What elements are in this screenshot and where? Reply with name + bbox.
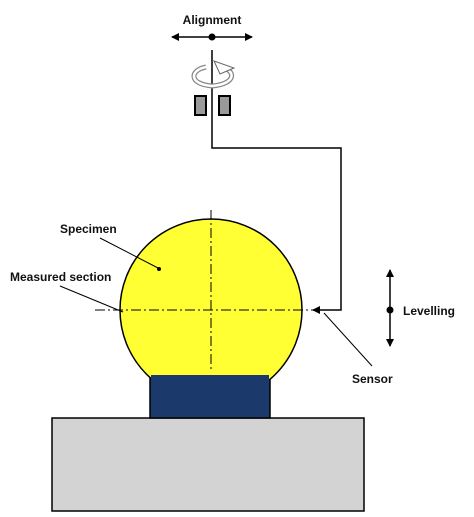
sensor-label: Sensor: [352, 372, 393, 386]
levelling-arrow-icon: [386, 269, 394, 347]
alignment-arrow-icon: [171, 33, 253, 41]
levelling-label: Levelling: [403, 304, 455, 318]
sensor-arm: [211, 115, 342, 314]
measured-section-label: Measured section: [10, 270, 111, 284]
sensor-clamp: [194, 95, 231, 116]
specimen-leader: [99, 237, 159, 269]
alignment-label: Alignment: [183, 13, 242, 27]
specimen-label: Specimen: [60, 222, 117, 236]
measured-section-leader: [59, 285, 124, 313]
rotation-icon: [191, 50, 236, 96]
base-block: [51, 417, 365, 512]
sensor-leader: [323, 312, 373, 367]
